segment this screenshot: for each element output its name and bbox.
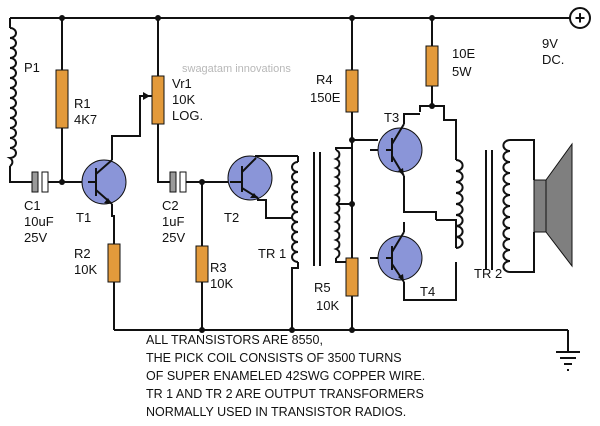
transistor-t3	[377, 123, 423, 177]
watermark: swagatam innovations	[182, 63, 291, 75]
transistor-t4	[377, 231, 423, 283]
c2-voltage: 25V	[162, 230, 185, 245]
vr1-value: 10K	[172, 92, 195, 107]
note-line: OF SUPER ENAMELED 42SWG COPPER WIRE.	[146, 369, 425, 383]
c2-label: C2	[162, 198, 179, 213]
supply-voltage: 9V	[542, 36, 558, 51]
t4-label: T4	[420, 284, 435, 299]
potentiometer-vr1	[142, 75, 165, 125]
wiring	[9, 17, 570, 352]
c1-voltage: 25V	[24, 230, 47, 245]
r2-label: R2	[74, 246, 91, 261]
t3-label: T3	[384, 110, 399, 125]
r6-power: 5W	[452, 64, 472, 79]
resistor-r1	[55, 69, 69, 129]
transistor-t2	[227, 155, 273, 201]
r5-value: 10K	[316, 298, 339, 313]
r3-label: R3	[210, 260, 227, 275]
supply-type: DC.	[542, 52, 564, 67]
ground-icon	[556, 351, 580, 371]
c1-label: C1	[24, 198, 41, 213]
resistor-r3	[195, 245, 209, 283]
capacitor-c1	[31, 171, 49, 193]
resistor-r5	[345, 257, 359, 297]
r1-value: 4K7	[74, 112, 97, 127]
c1-value: 10uF	[24, 214, 54, 229]
r4-label: R4	[316, 72, 333, 87]
note-line: NORMALLY USED IN TRANSISTOR RADIOS.	[146, 405, 406, 419]
note-line: ALL TRANSISTORS ARE 8550,	[146, 333, 323, 347]
tr2-label: TR 2	[474, 266, 502, 281]
resistor-r2	[107, 243, 121, 283]
supply-terminal: +	[569, 7, 591, 29]
r1-label: R1	[74, 96, 91, 111]
p1-label: P1	[24, 60, 40, 75]
r2-value: 10K	[74, 262, 97, 277]
r5-label: R5	[314, 280, 331, 295]
transistor-t1	[81, 159, 127, 205]
tr1-label: TR 1	[258, 246, 286, 261]
capacitor-c2	[169, 171, 187, 193]
r4-value: 150E	[310, 90, 341, 105]
resistor-10e	[425, 45, 439, 87]
note-line: TR 1 AND TR 2 ARE OUTPUT TRANSFORMERS	[146, 387, 424, 401]
plus-symbol: +	[575, 8, 586, 28]
transformer-tr2	[455, 139, 511, 273]
note-line: THE PICK COIL CONSISTS OF 3500 TURNS	[146, 351, 402, 365]
c2-value: 1uF	[162, 214, 184, 229]
transformer-tr1	[291, 149, 341, 266]
resistor-r4	[345, 69, 359, 113]
r3-value: 10K	[210, 276, 233, 291]
pickup-coil-p1	[6, 27, 17, 167]
notes-block: ALL TRANSISTORS ARE 8550, THE PICK COIL …	[146, 333, 425, 419]
junction-dots	[59, 15, 435, 333]
r6-value: 10E	[452, 46, 475, 61]
speaker-icon	[533, 142, 573, 268]
t2-label: T2	[224, 210, 239, 225]
t1-label: T1	[76, 210, 91, 225]
vr1-taper: LOG.	[172, 108, 203, 123]
vr1-label: Vr1	[172, 76, 192, 91]
